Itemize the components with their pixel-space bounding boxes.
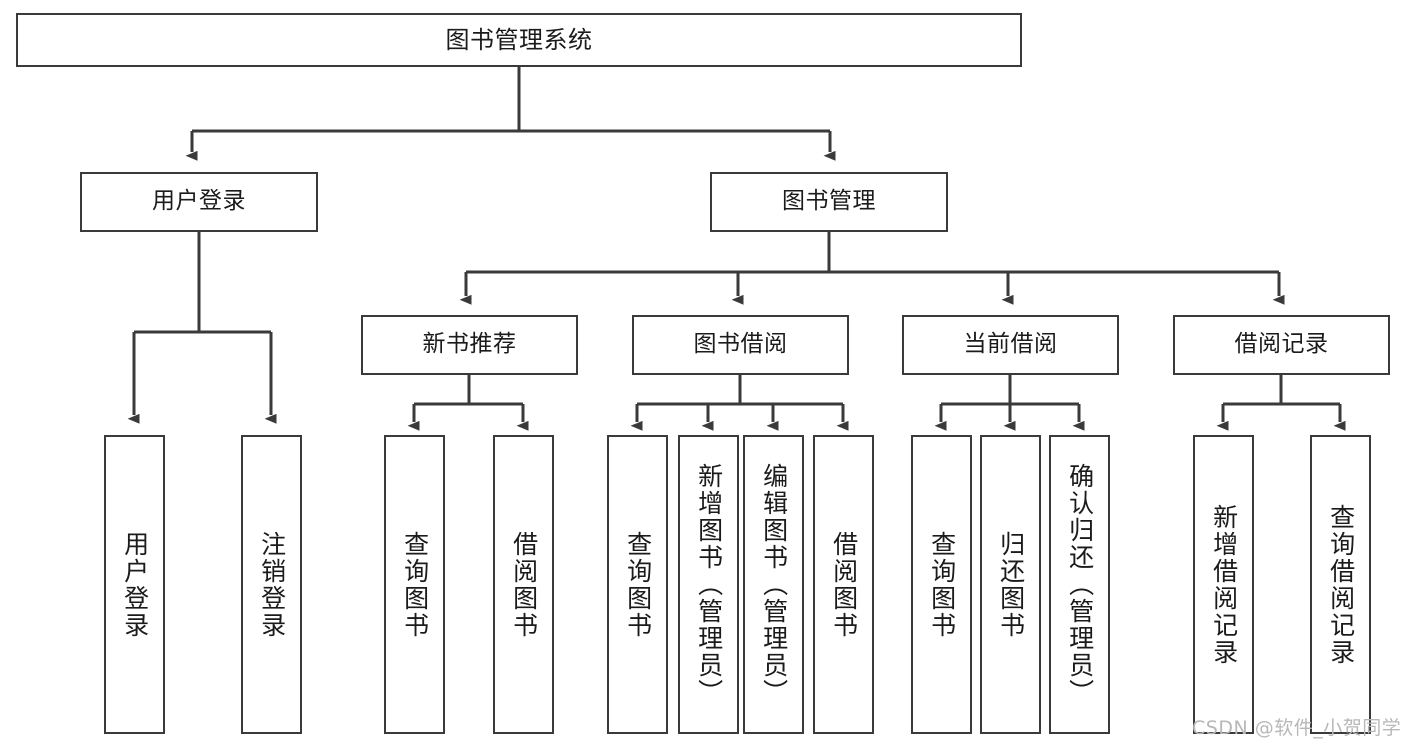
node-user-login-label: 用户登录 — [152, 188, 246, 215]
node-current-borrow-label: 当前借阅 — [963, 331, 1058, 358]
leaf-user-login-2-label: 注销登录 — [257, 530, 287, 639]
leaf-borrow-record-2-label: 查询借阅记录 — [1326, 503, 1356, 666]
leaf-user-login-1[interactable]: 用户登录 — [104, 435, 165, 734]
leaf-current-borrow-2-label: 归还图书 — [996, 530, 1026, 639]
leaf-user-login-1-label: 用户登录 — [120, 530, 150, 639]
node-root-label: 图书管理系统 — [445, 25, 593, 54]
leaf-book-borrow-2-label: 新增图书（管理员） — [694, 463, 724, 706]
leaf-borrow-record-1[interactable]: 新增借阅记录 — [1193, 435, 1254, 734]
node-current-borrow[interactable]: 当前借阅 — [902, 315, 1119, 375]
leaf-current-borrow-2[interactable]: 归还图书 — [980, 435, 1041, 734]
leaf-borrow-record-1-label: 新增借阅记录 — [1209, 503, 1239, 666]
leaf-book-borrow-1-label: 查询图书 — [623, 530, 653, 639]
leaf-current-borrow-3[interactable]: 确认归还（管理员） — [1049, 435, 1110, 734]
leaf-borrow-record-2[interactable]: 查询借阅记录 — [1310, 435, 1371, 734]
leaf-new-book-2-label: 借阅图书 — [509, 530, 539, 639]
leaf-new-book-1-label: 查询图书 — [400, 530, 430, 639]
leaf-new-book-2[interactable]: 借阅图书 — [493, 435, 554, 734]
node-book-manage-label: 图书管理 — [782, 188, 876, 215]
node-book-borrow[interactable]: 图书借阅 — [632, 315, 849, 375]
leaf-current-borrow-3-label: 确认归还（管理员） — [1065, 463, 1095, 706]
node-new-book-recommend-label: 新书推荐 — [422, 331, 517, 358]
node-new-book-recommend[interactable]: 新书推荐 — [361, 315, 578, 375]
leaf-book-borrow-3[interactable]: 编辑图书（管理员） — [743, 435, 804, 734]
leaf-new-book-1[interactable]: 查询图书 — [384, 435, 445, 734]
node-book-manage[interactable]: 图书管理 — [710, 172, 948, 232]
leaf-book-borrow-1[interactable]: 查询图书 — [607, 435, 668, 734]
leaf-current-borrow-1[interactable]: 查询图书 — [911, 435, 972, 734]
node-root[interactable]: 图书管理系统 — [16, 13, 1022, 67]
node-borrow-record[interactable]: 借阅记录 — [1173, 315, 1390, 375]
node-user-login[interactable]: 用户登录 — [80, 172, 318, 232]
leaf-current-borrow-1-label: 查询图书 — [927, 530, 957, 639]
leaf-book-borrow-4-label: 借阅图书 — [829, 530, 859, 639]
leaf-book-borrow-2[interactable]: 新增图书（管理员） — [678, 435, 739, 734]
node-borrow-record-label: 借阅记录 — [1234, 331, 1329, 358]
leaf-user-login-2[interactable]: 注销登录 — [241, 435, 302, 734]
leaf-book-borrow-3-label: 编辑图书（管理员） — [759, 463, 789, 706]
node-book-borrow-label: 图书借阅 — [693, 331, 788, 358]
csdn-watermark: CSDN @软件_小贺同学 — [1192, 717, 1402, 739]
leaf-book-borrow-4[interactable]: 借阅图书 — [813, 435, 874, 734]
